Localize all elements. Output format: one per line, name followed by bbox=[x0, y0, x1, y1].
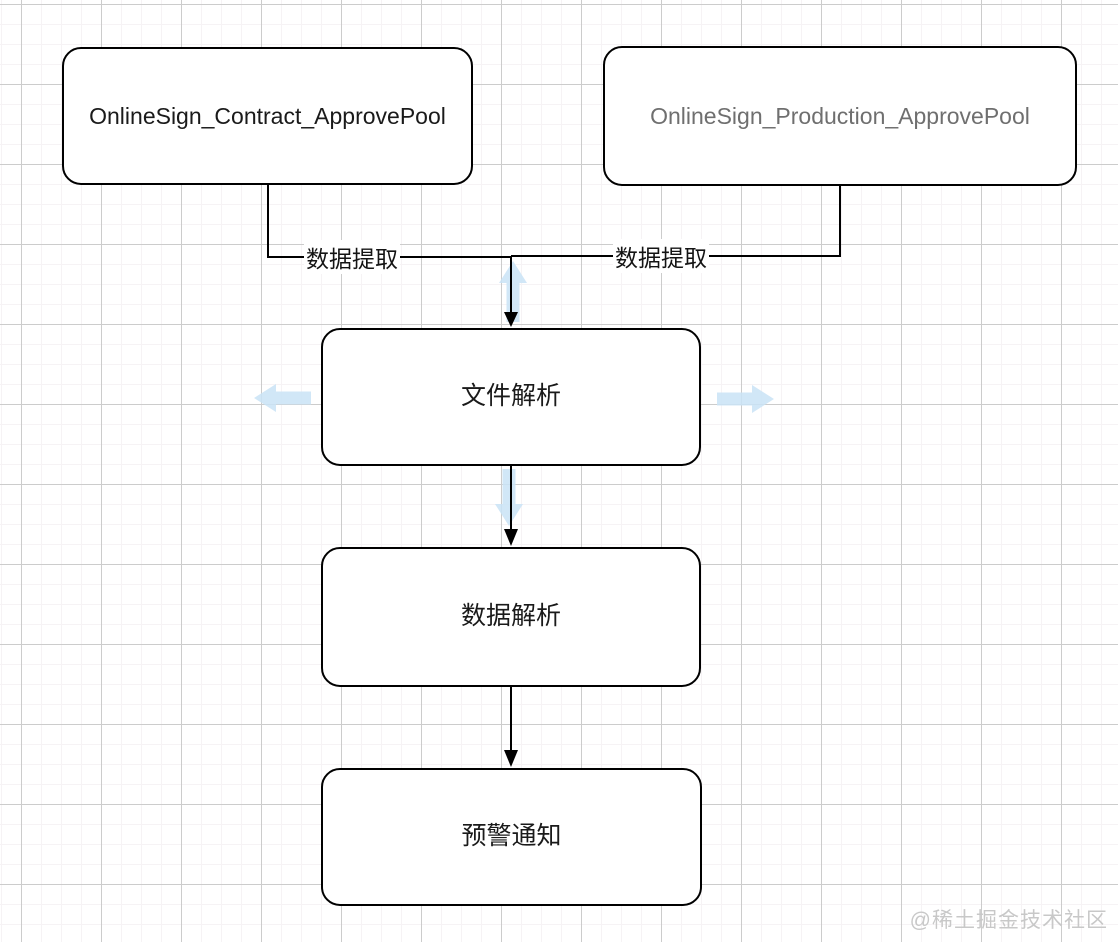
edge-label-data-extract-left[interactable]: 数据提取 bbox=[304, 240, 400, 274]
node-label: 文件解析 bbox=[460, 382, 561, 411]
arrowhead-into-data-parse bbox=[504, 529, 518, 546]
arrowhead-into-file-parse bbox=[504, 312, 518, 327]
node-contract-approve-pool[interactable]: OnlineSign_Contract_ApprovePool bbox=[62, 47, 473, 185]
node-label: 预警通知 bbox=[461, 822, 562, 851]
node-label: 数据解析 bbox=[460, 602, 561, 631]
node-label: OnlineSign_Contract_ApprovePool bbox=[89, 102, 446, 129]
edge-contract-to-junction bbox=[267, 185, 511, 258]
edge-label-data-extract-right[interactable]: 数据提取 bbox=[613, 239, 709, 273]
arrowhead-into-alert bbox=[504, 750, 518, 767]
hover-arrow-left-icon[interactable] bbox=[254, 384, 311, 412]
node-label: OnlineSign_Production_ApprovePool bbox=[650, 102, 1030, 129]
watermark: @稀土掘金技术社区 bbox=[909, 909, 1108, 932]
node-production-approve-pool[interactable]: OnlineSign_Production_ApprovePool bbox=[603, 46, 1077, 186]
hover-arrow-right-icon[interactable] bbox=[717, 385, 774, 413]
node-data-parse[interactable]: 数据解析 bbox=[321, 547, 701, 687]
hover-arrow-down-icon[interactable] bbox=[495, 469, 523, 526]
hover-arrow-up-icon[interactable] bbox=[499, 261, 527, 322]
node-alert-notify[interactable]: 预警通知 bbox=[321, 768, 702, 906]
node-file-parse[interactable]: 文件解析 bbox=[321, 328, 701, 466]
